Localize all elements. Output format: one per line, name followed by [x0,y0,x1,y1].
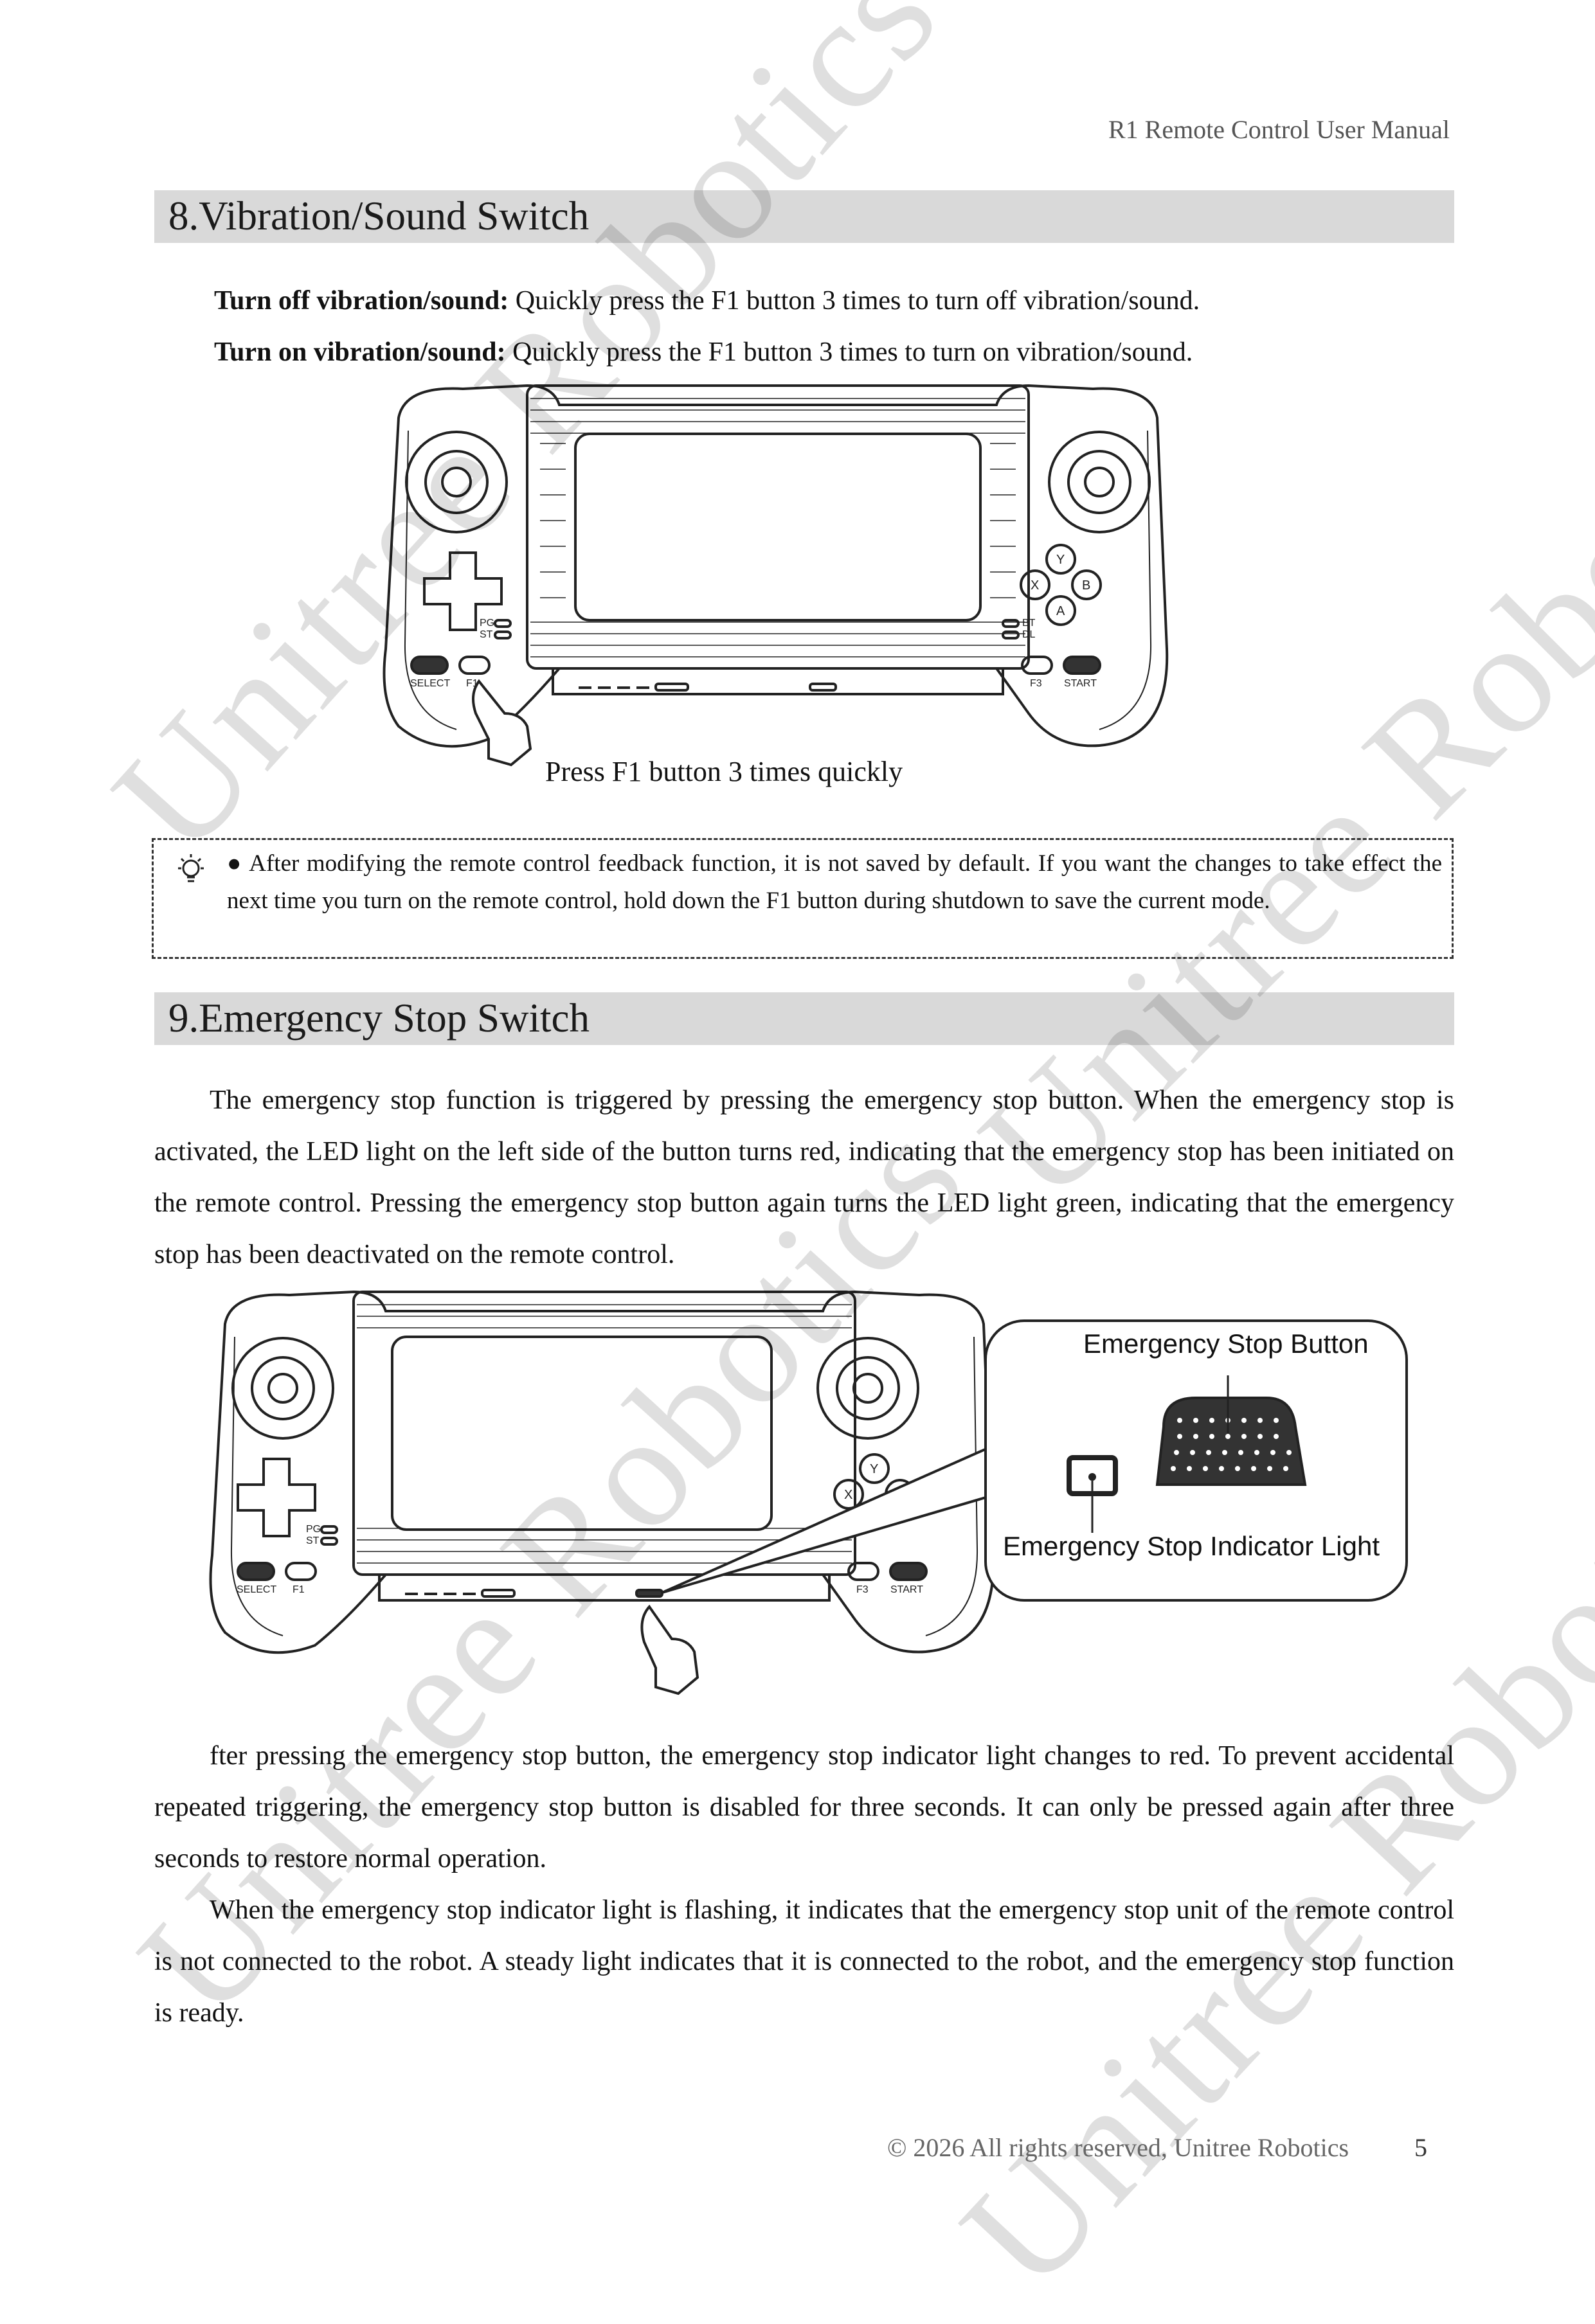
st-label: ST [480,629,493,640]
bt-label: BT [1022,618,1036,629]
note-text: ● After modifying the remote control fee… [227,850,1442,914]
page-number: 5 [1414,2133,1427,2162]
header-title: R1 Remote Control User Manual [1108,115,1450,144]
f3-label: F3 [1030,678,1042,689]
a-button-label: A [1056,604,1065,618]
footer-copyright: © 2026 All rights reserved, Unitree Robo… [887,2133,1349,2162]
controller-figure-emergency: PG ST SELECT F1 F3 START Y X B Emergency… [209,1290,1408,1695]
f3-label: F3 [856,1584,869,1595]
emergency-description: The emergency stop function is triggered… [154,1086,1454,1269]
pg-label: PG [480,618,494,629]
pg-label: PG [306,1524,321,1535]
b-button-label: B [1082,578,1090,593]
turn-off-label: Turn off vibration/sound: [214,286,509,316]
section-heading: 9.Emergency Stop Switch [168,996,590,1041]
turn-off-text: Quickly press the F1 button 3 times to t… [509,286,1200,316]
y-button-label: Y [870,1462,878,1476]
y-button-label: Y [1056,553,1065,567]
callout-indicator-label: Emergency Stop Indicator Light [1003,1531,1380,1561]
turn-on-text: Quickly press the F1 button 3 times to t… [505,337,1193,367]
x-button-label: X [844,1488,852,1502]
callout-button-label: Emergency Stop Button [1083,1328,1369,1359]
figure-caption: Press F1 button 3 times quickly [545,756,903,787]
section-heading: 8.Vibration/Sound Switch [168,193,590,238]
turn-on-instruction: Turn on vibration/sound: Quickly press t… [214,337,1193,368]
controller-figure-f1: PG ST BT DL SELECT F1 F3 START Y X B A [383,384,1169,767]
start-label: START [890,1584,923,1595]
turn-off-instruction: Turn off vibration/sound: Quickly press … [214,285,1200,316]
section-heading-bar: 8.Vibration/Sound Switch [154,190,1454,243]
emergency-indicator-status: When the emergency stop indicator light … [154,1895,1454,2028]
dl-label: DL [1022,629,1036,640]
select-label: SELECT [237,1584,276,1595]
turn-on-label: Turn on vibration/sound: [214,337,506,367]
st-label: ST [306,1535,320,1546]
pressing-hand-icon [640,1604,699,1695]
section-heading-bar: 9.Emergency Stop Switch [154,992,1454,1045]
lightbulb-icon [178,854,204,882]
note-box: ● After modifying the remote control fee… [152,838,1454,959]
emergency-stop-button-icon [1155,1375,1307,1486]
start-label: START [1064,678,1097,689]
f1-label: F1 [293,1584,305,1595]
emergency-after-press: fter pressing the emergency stop button,… [154,1741,1454,1873]
x-button-label: X [1031,578,1039,593]
pressing-hand-icon [472,679,532,767]
select-label: SELECT [410,678,450,689]
